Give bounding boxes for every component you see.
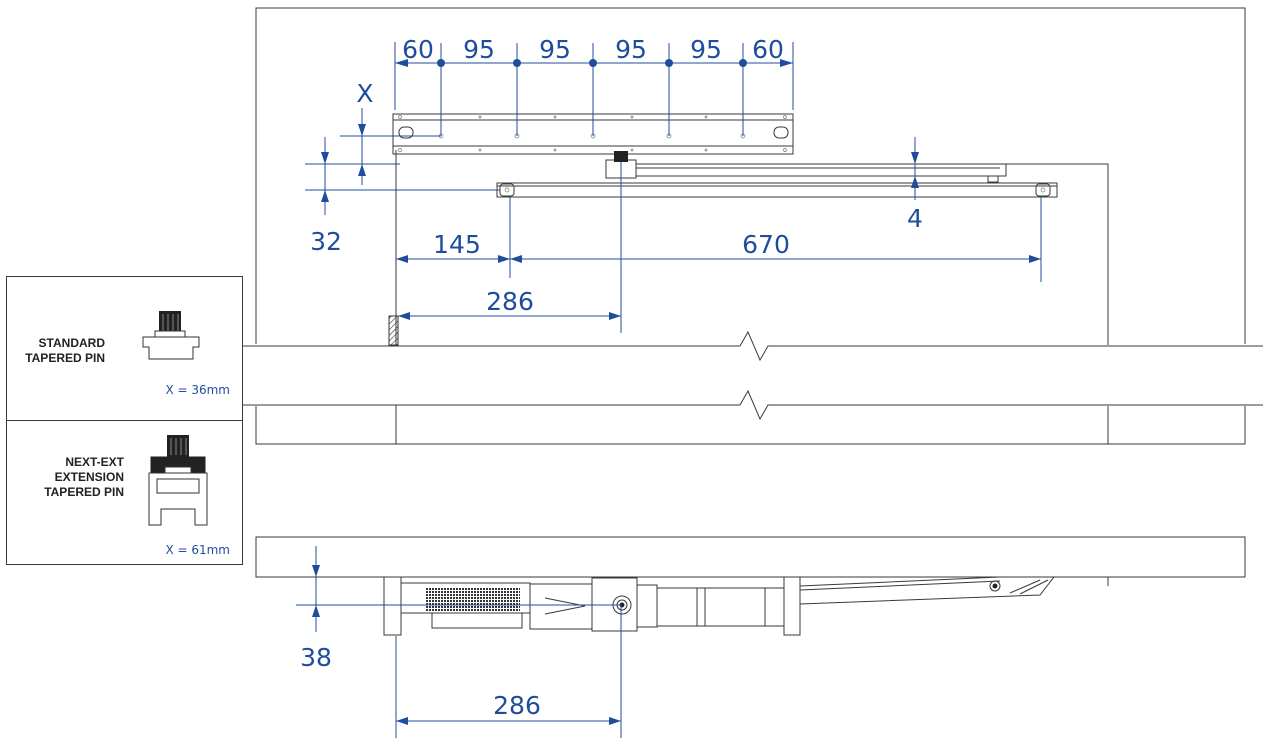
dim-145-label: 145 [433,230,481,259]
dim-38-label: 38 [300,643,332,672]
dim-32-label: 32 [310,227,342,256]
dimension-38: 38 [296,546,621,672]
motor-grille [425,587,520,612]
legend-standard-pin: STANDARD TAPERED PIN X = 36mm [6,276,243,422]
dimension-286-top: 286 [398,162,622,333]
legend-standard-title: STANDARD TAPERED PIN [25,336,105,365]
door-leaf-bottom-edge [236,389,1263,421]
dim-label-4: 95 [615,35,647,64]
slide-rail [496,182,1058,198]
top-view [236,7,1263,445]
mounting-plate [392,113,794,155]
top-dimension-chain: 60 95 95 95 95 60 [394,35,794,136]
legend-extension-x: X = 61mm [165,543,230,557]
dim-label-5: 95 [690,35,722,64]
dim-label-2: 95 [463,35,495,64]
tapered-pin [614,151,628,162]
dim-670-label: 670 [742,230,790,259]
dimension-32: 32 [305,137,500,256]
dim-label-1: 60 [402,35,434,64]
dim-label-6: 60 [752,35,784,64]
legend-extension-pin: NEXT-EXT EXTENSION TAPERED PIN X = 61mm [6,420,243,565]
door-leaf-top-edge [236,330,1263,362]
standard-tapered-pin-icon [142,311,200,360]
dim-286-bottom-label: 286 [493,691,541,720]
door-stop [388,315,399,346]
dim-x-label: X [356,79,373,108]
dimension-4: 4 [907,137,923,233]
dimension-145-670: 145 670 [396,197,1042,282]
dim-4-label: 4 [907,204,923,233]
dimension-286-bottom: 286 [395,605,622,738]
side-view [255,536,1246,636]
dimension-x: X [340,79,441,185]
closer-arm [605,151,1007,183]
legend-extension-title: NEXT-EXT EXTENSION TAPERED PIN [44,455,124,499]
dim-label-3: 95 [539,35,571,64]
legend-standard-x: X = 36mm [165,383,230,397]
extension-tapered-pin-icon [148,435,208,526]
dim-286-top-label: 286 [486,287,534,316]
